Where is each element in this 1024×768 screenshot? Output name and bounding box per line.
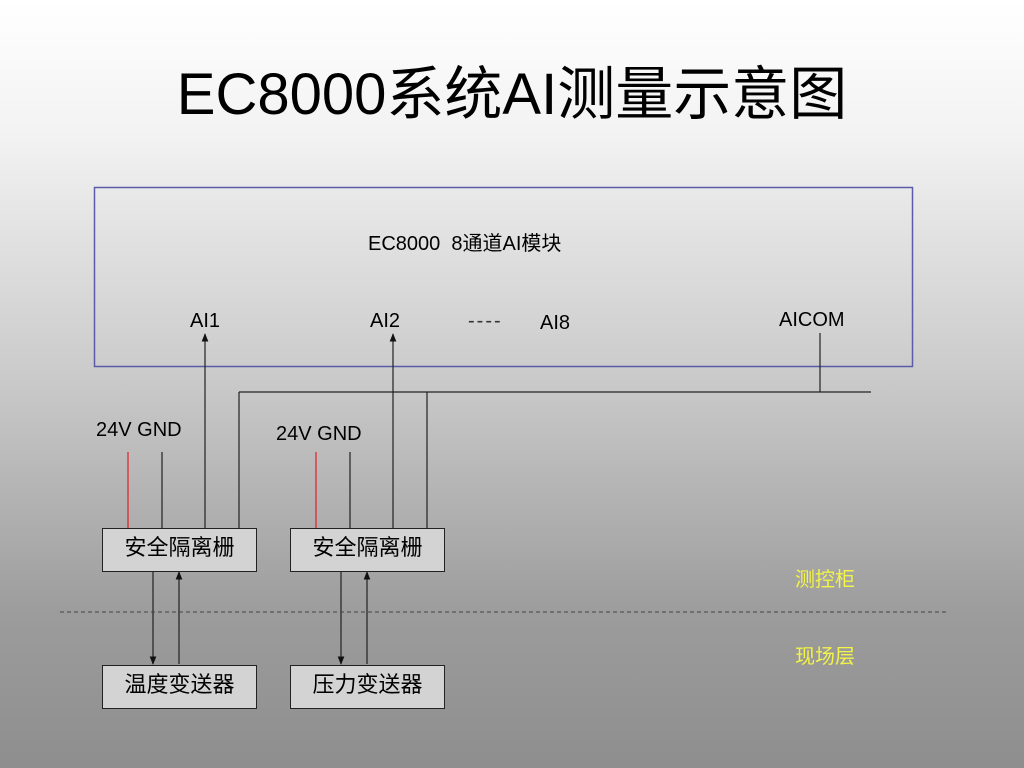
- module-name: EC8000 8通道AI模块: [368, 233, 562, 255]
- right-power-label: 24V GND: [276, 423, 362, 445]
- temperature-transmitter: 温度变送器: [102, 665, 257, 709]
- channel-ellipsis: ----: [468, 310, 503, 332]
- channel-ai8: AI8: [540, 312, 571, 334]
- pressure-transmitter: 压力变送器: [290, 665, 445, 709]
- ai-module-box: [93, 186, 914, 368]
- left-power-label: 24V GND: [96, 419, 182, 441]
- zone-label-cabinet: 测控柜: [795, 567, 855, 591]
- right-isolation-barrier: 安全隔离栅: [290, 528, 445, 572]
- channel-ai1: AI1: [190, 310, 221, 332]
- channel-aicom: AICOM: [779, 309, 845, 331]
- left-isolation-barrier: 安全隔离栅: [102, 528, 257, 572]
- channel-ai2: AI2: [370, 310, 401, 332]
- zone-label-field: 现场层: [795, 644, 855, 668]
- page-title: EC8000系统AI测量示意图: [176, 62, 848, 127]
